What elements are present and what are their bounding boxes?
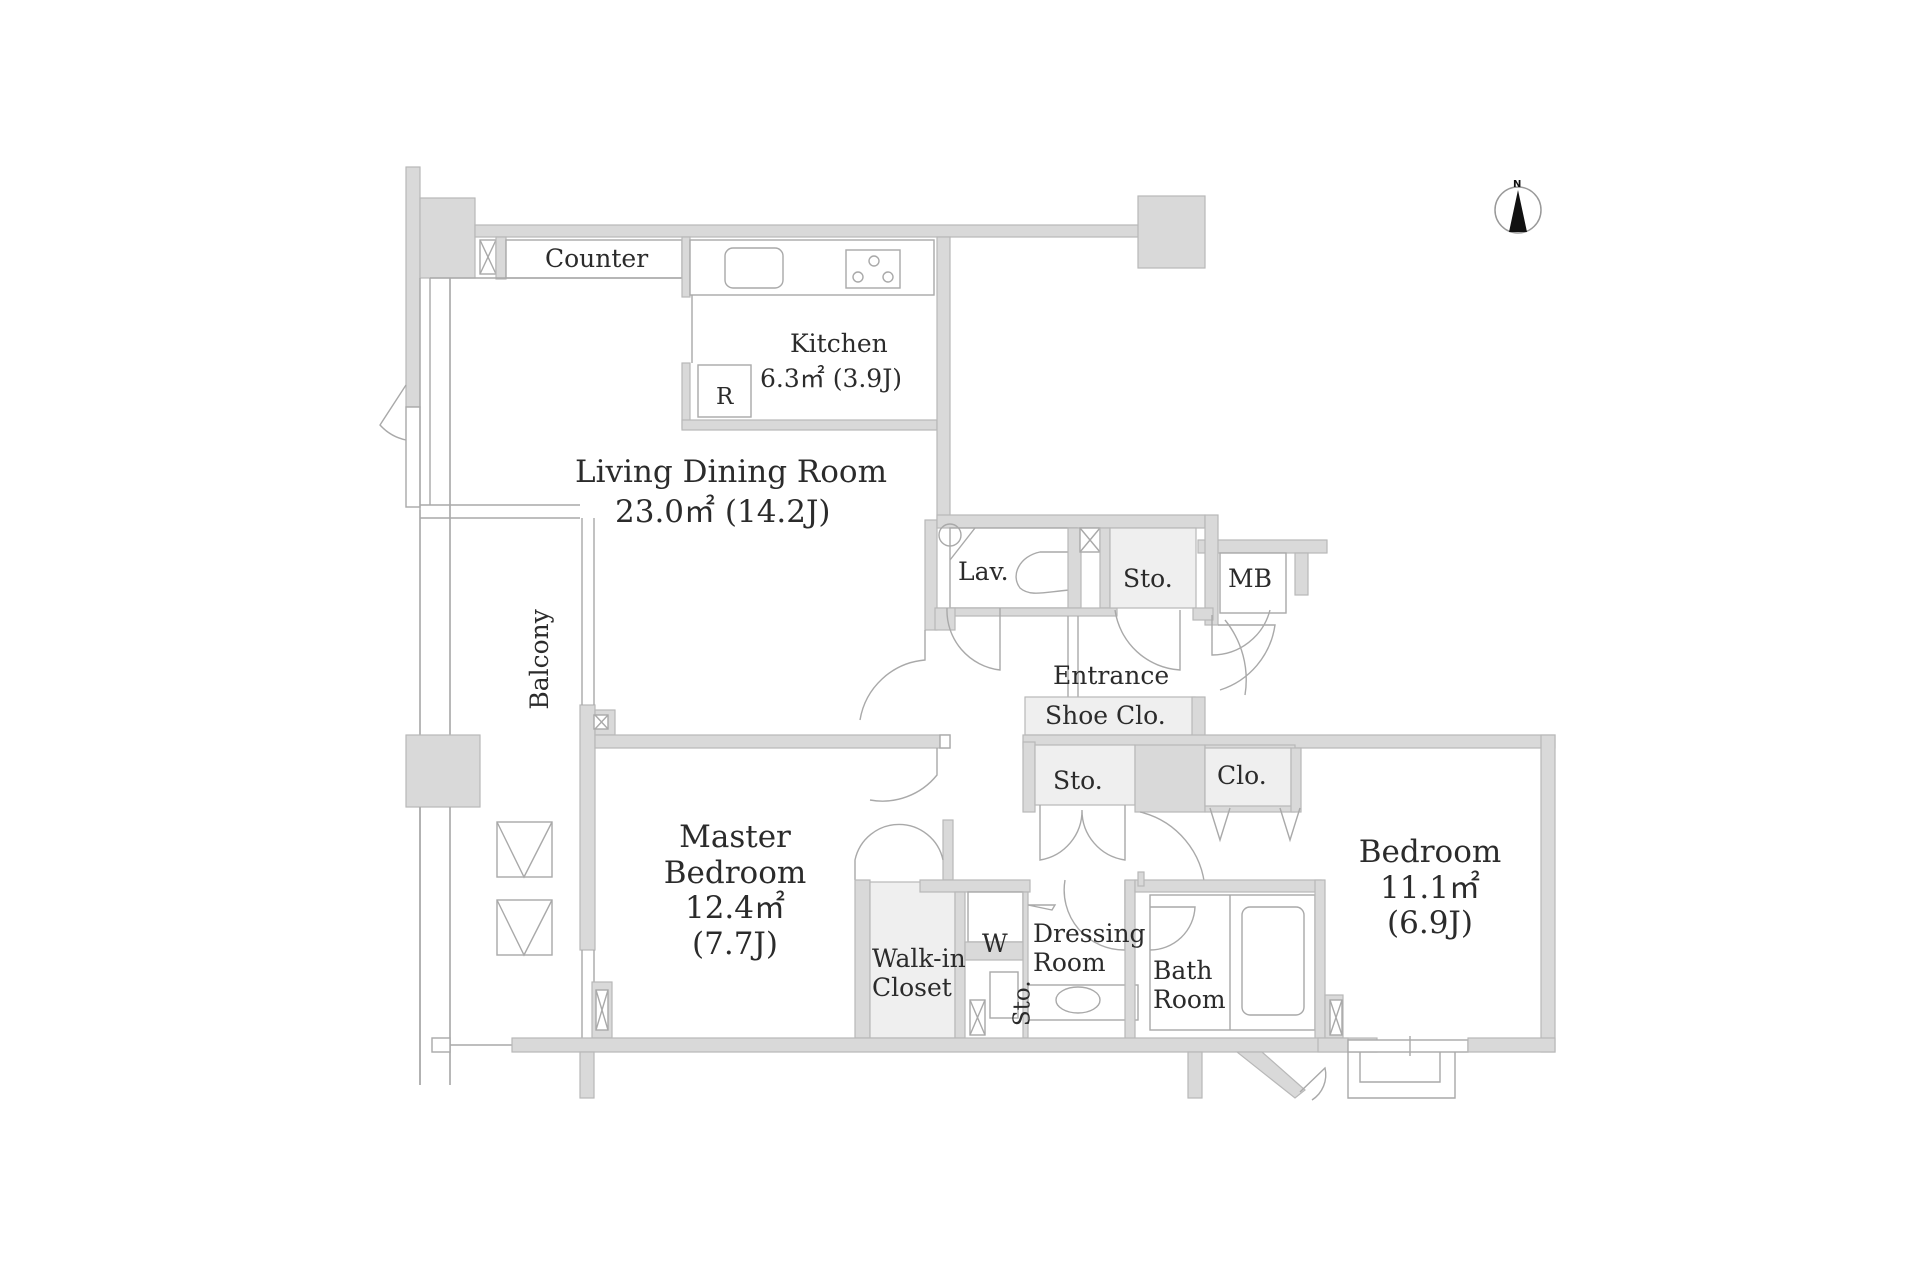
label-bath-line1: Bath [1153,956,1213,985]
balcony-structure [379,166,616,1085]
label-walk-in-closet: Walk-in Closet [872,944,966,1003]
svg-text:N: N [1513,179,1521,190]
label-bedroom-name: Bedroom [1358,834,1502,870]
label-master-bedroom: Master Bedroom 12.4㎡ (7.7J) [660,819,810,963]
label-bedroom-area: 11.1㎡ [1379,869,1481,906]
label-lavatory: Lav. [958,557,1009,586]
label-balcony: Balcony [524,609,554,710]
label-shoe-closet: Shoe Clo. [1045,701,1166,730]
label-counter: Counter [545,244,649,273]
label-entrance: Entrance [1053,661,1170,690]
label-living-dining: Living Dining Room [575,454,887,490]
label-storage-hall: Sto. [1053,766,1103,795]
interior-walls [594,514,1556,1053]
label-wic-line2: Closet [872,972,952,1002]
master-wing [854,819,1344,1041]
label-bath-room: Bath Room [1153,956,1226,1015]
kitchen-fixtures [681,236,951,521]
label-storage-entrance: Sto. [1123,564,1173,593]
label-kitchen-area: 6.3㎡ (3.9J) [760,364,902,393]
label-dressing-room: Dressing Room [1033,919,1146,978]
label-refrigerator: R [716,384,734,410]
label-storage-small: Sto. [1009,980,1036,1027]
label-dressing-line1: Dressing [1033,919,1146,948]
label-closet: Clo. [1217,761,1267,790]
label-master-area: 12.4㎡ [684,890,786,927]
label-wic-line1: Walk-in [872,944,966,973]
label-master-line1: Master [679,819,791,855]
label-master-area-j: (7.7J) [692,925,778,962]
label-living-dining-area: 23.0㎡ (14.2J) [615,494,831,530]
bottom-walls [511,1036,1556,1101]
label-bedroom: Bedroom 11.1㎡ (6.9J) [1355,834,1505,942]
label-kitchen: Kitchen [790,329,888,358]
label-bath-line2: Room [1153,984,1226,1014]
label-master-line2: Bedroom [663,854,807,891]
label-bedroom-area-j: (6.9J) [1387,905,1473,942]
label-dressing-line2: Room [1033,947,1106,977]
north-arrow-icon: N [1494,179,1542,234]
top-walls [429,195,1206,505]
label-washer: W [982,929,1008,958]
label-meter-box: MB [1228,564,1272,593]
